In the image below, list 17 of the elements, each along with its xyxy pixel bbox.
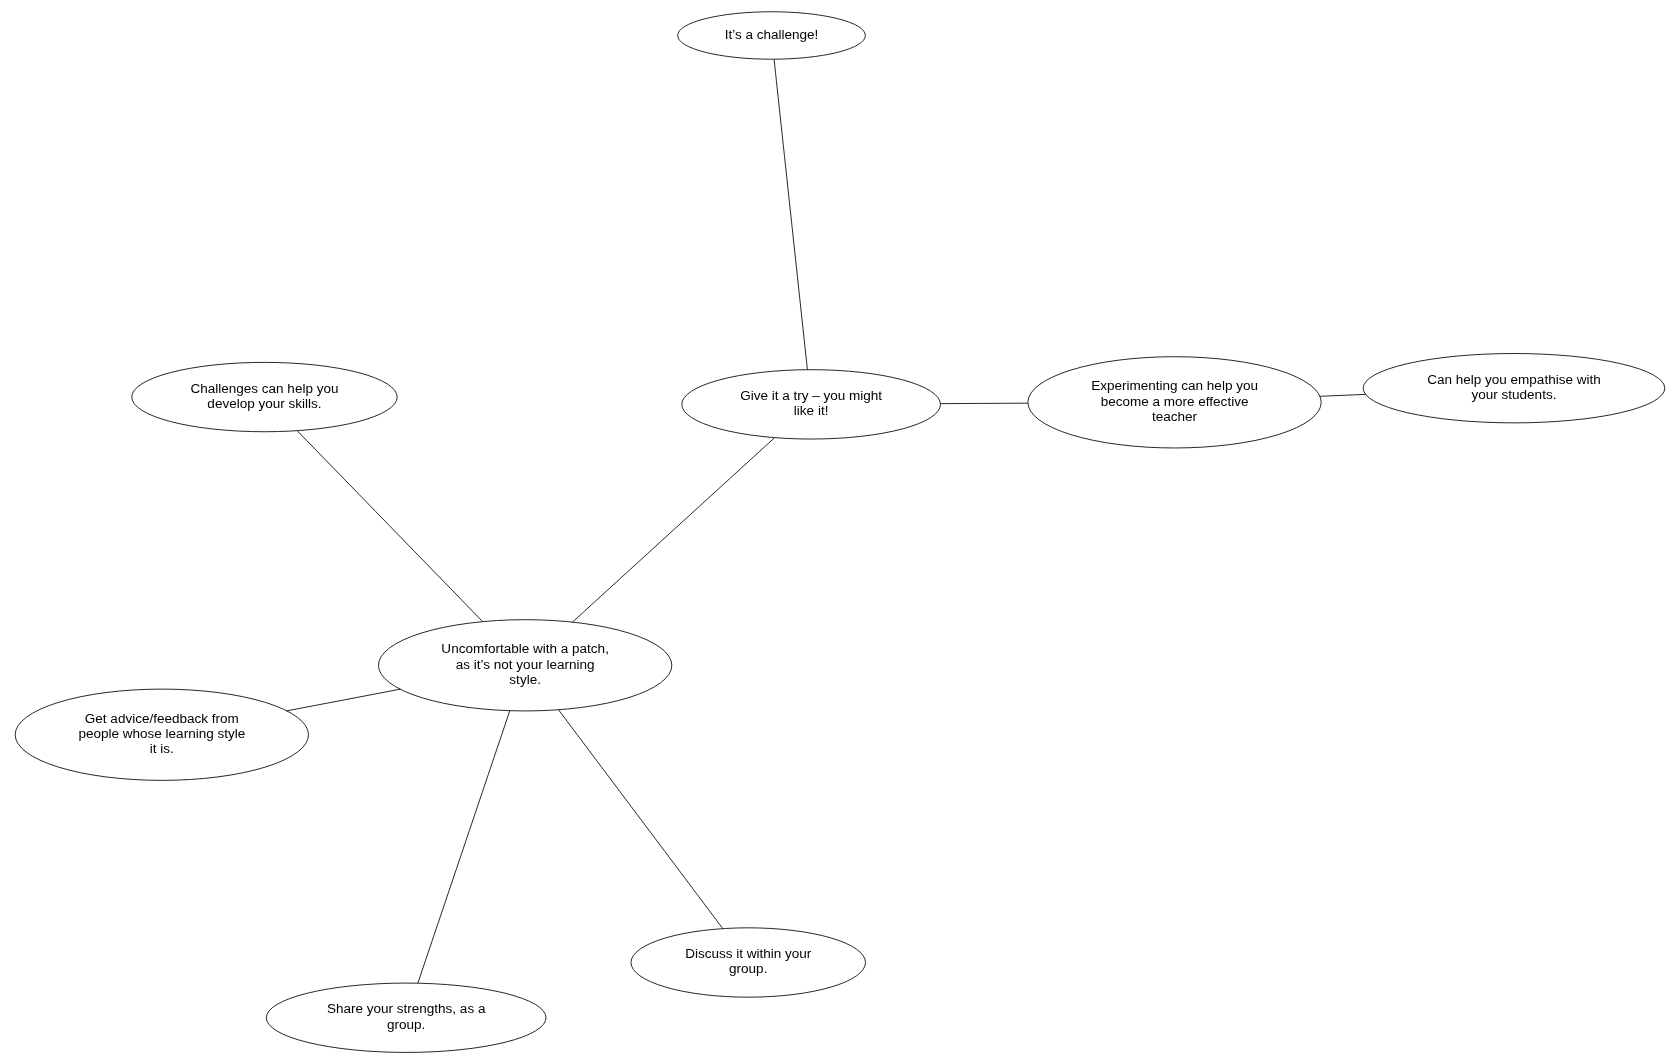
- connector: [571, 437, 775, 623]
- node-ellipse: Uncomfortable with a patch, as it’s not your learning style.: [378, 619, 673, 712]
- connector: [773, 59, 808, 371]
- connector: [417, 710, 511, 984]
- node-ellipse: Can help you empathise with your students.: [1362, 353, 1666, 424]
- connector: [297, 430, 484, 623]
- node-ellipse: Give it a try – you might like it!: [681, 369, 941, 440]
- connector: [286, 688, 401, 712]
- connector: [1319, 393, 1367, 397]
- connector: [939, 402, 1029, 405]
- node-ellipse: Experimenting can help you become a more effective teacher: [1027, 356, 1322, 449]
- node-ellipse: It’s a challenge!: [677, 11, 866, 60]
- node-ellipse: Discuss it within your group.: [630, 927, 866, 998]
- node-ellipse: Get advice/feedback from people whose learning style it is.: [14, 688, 309, 781]
- connector: [558, 709, 724, 929]
- node-ellipse: Challenges can help you develop your skills.: [131, 361, 398, 433]
- node-ellipse: Share your strengths, as a group.: [265, 982, 547, 1053]
